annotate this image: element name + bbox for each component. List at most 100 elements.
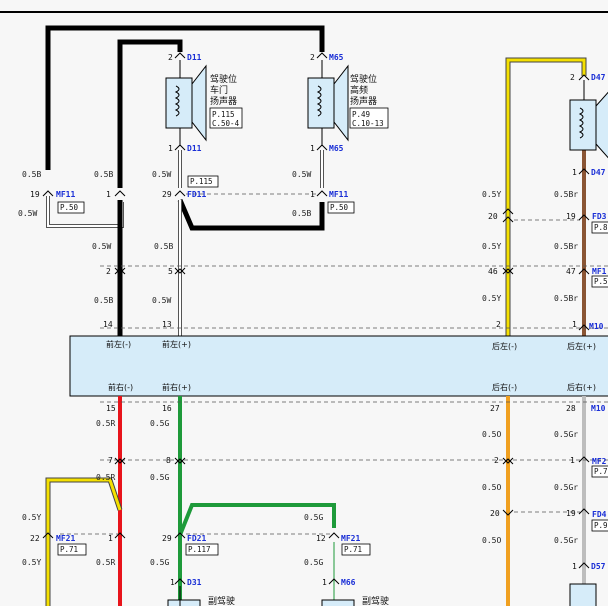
pin-number: 1 — [570, 456, 575, 465]
connector-mf1: MF1 — [592, 267, 607, 276]
connector-chevrons-top — [42, 52, 590, 331]
speaker-m65 — [307, 60, 349, 146]
pin-number: 16 — [162, 404, 172, 413]
wire-label: 0.5O — [482, 430, 501, 439]
connector-m65-bottom: M65 — [329, 144, 344, 153]
wire-label: 0.5O — [482, 536, 501, 545]
speaker-m66-label: 副驾驶 — [362, 595, 389, 606]
ref-d11-page: P.115 — [212, 110, 235, 119]
pin-number: 12 — [316, 534, 326, 543]
connector-d47-top: D47 — [591, 73, 606, 82]
wire-label: 0.5W — [18, 209, 37, 218]
connector-d57: D57 — [591, 562, 606, 571]
pin-number: 1 — [168, 144, 173, 153]
pin-number: 29 — [162, 190, 172, 199]
pin-number: 7 — [108, 456, 113, 465]
pin-number: 19 — [566, 509, 576, 518]
ref-mf1: P.5 — [594, 277, 608, 286]
connector-chevrons-bottom — [42, 456, 590, 585]
wire-label: 0.5B — [154, 242, 173, 251]
speaker-d47 — [569, 80, 608, 159]
pin-number: 2 — [168, 53, 173, 62]
unit-rear-left-neg: 后左(-) — [492, 341, 517, 351]
wire-label: 0.5Br — [554, 294, 578, 303]
ref-mf21-left: P.71 — [60, 545, 78, 554]
wire-yellow-bottom — [45, 477, 123, 606]
unit-rear-left-pos: 后左(+) — [567, 341, 596, 351]
wire-label: 0.5Y — [482, 190, 501, 199]
pin-number: 27 — [490, 404, 500, 413]
wire-label: 0.5G — [150, 558, 169, 567]
wire-label: 0.5R — [96, 419, 115, 428]
audio-unit-box — [69, 335, 608, 397]
wire-label: 0.5Gr — [554, 536, 578, 545]
wire-yellow-top — [505, 57, 587, 336]
unit-front-left-neg: 前左(-) — [106, 339, 131, 349]
pin-number: 19 — [566, 212, 576, 221]
wire-label: 0.5W — [292, 170, 311, 179]
pin-number: 2 — [106, 267, 111, 276]
connector-d11-bottom: D11 — [187, 144, 202, 153]
wire-label: 0.5Y — [482, 242, 501, 251]
pin-number: 13 — [162, 320, 172, 329]
unit-front-left-pos: 前左(+) — [162, 339, 191, 349]
pin-number: 8 — [166, 456, 171, 465]
wire-label: 0.5G — [304, 558, 323, 567]
unit-rear-right-pos: 后右(+) — [567, 382, 596, 392]
wire-label: 0.5Br — [554, 242, 578, 251]
pin-number: 1 — [108, 534, 113, 543]
ref-mf11-left: P.50 — [60, 203, 79, 212]
wire-label: 0.5Gr — [554, 483, 578, 492]
ref-d11-conn: C.50-4 — [212, 119, 240, 128]
speaker-d11-label-3: 扬声器 — [210, 95, 237, 107]
pin-number: 29 — [162, 534, 172, 543]
wire-label: 0.5O — [482, 483, 501, 492]
wire-green — [178, 396, 336, 606]
speaker-d11 — [165, 60, 207, 146]
speaker-d31-label: 副驾驶 — [208, 595, 235, 606]
speaker-m65-label-2: 高频 — [350, 84, 368, 96]
speaker-d11-label-1: 驾驶位 — [210, 73, 237, 85]
pin-number: 1 — [572, 562, 577, 571]
wire-fd11-black — [177, 199, 325, 231]
wire-label: 0.5Y — [22, 513, 41, 522]
connector-d31: D31 — [187, 578, 202, 587]
pin-number: 28 — [566, 404, 576, 413]
wire-inner-black-loop — [117, 39, 183, 188]
connector-fd3: FD3 — [592, 212, 607, 221]
ref-fd11: P.115 — [190, 177, 213, 186]
ref-m65-page: P.49 — [352, 110, 370, 119]
ref-fd3: P.8 — [594, 223, 608, 232]
ref-mf11-right: P.50 — [330, 203, 349, 212]
connector-fd21: FD21 — [187, 534, 206, 543]
ref-fd4: P.9 — [594, 521, 608, 530]
wire-label: 0.5W — [92, 242, 111, 251]
connector-mf21-right: MF21 — [341, 534, 360, 543]
speaker-m66 — [321, 599, 355, 606]
pin-number: 1 — [170, 578, 175, 587]
pin-number: 20 — [490, 509, 500, 518]
connector-d11-top: D11 — [187, 53, 202, 62]
wire-label: 0.5B — [22, 170, 41, 179]
wire-label: 0.5W — [152, 296, 171, 305]
pin-number: 1 — [572, 320, 577, 329]
wire-label: 0.5Br — [554, 190, 578, 199]
wire-label: 0.5B — [94, 170, 113, 179]
connector-mf11-right: MF11 — [329, 190, 348, 199]
wire-outer-black-loop — [45, 25, 325, 170]
ref-fd21: P.117 — [188, 545, 211, 554]
ref-mf21-right: P.71 — [344, 545, 362, 554]
wire-label: 0.5B — [94, 296, 113, 305]
speaker-m65-label-1: 驾驶位 — [350, 73, 377, 85]
speaker-d31 — [167, 586, 201, 606]
pin-number: 46 — [488, 267, 498, 276]
connector-m10-top: M10 — [589, 322, 604, 331]
pin-number: 20 — [488, 212, 498, 221]
wire-label: 0.5R — [96, 558, 115, 567]
pin-number: 2 — [310, 53, 315, 62]
shield-dashes-bottom — [60, 401, 608, 535]
wire-label: 0.5G — [150, 473, 169, 482]
pin-number: 14 — [103, 320, 113, 329]
